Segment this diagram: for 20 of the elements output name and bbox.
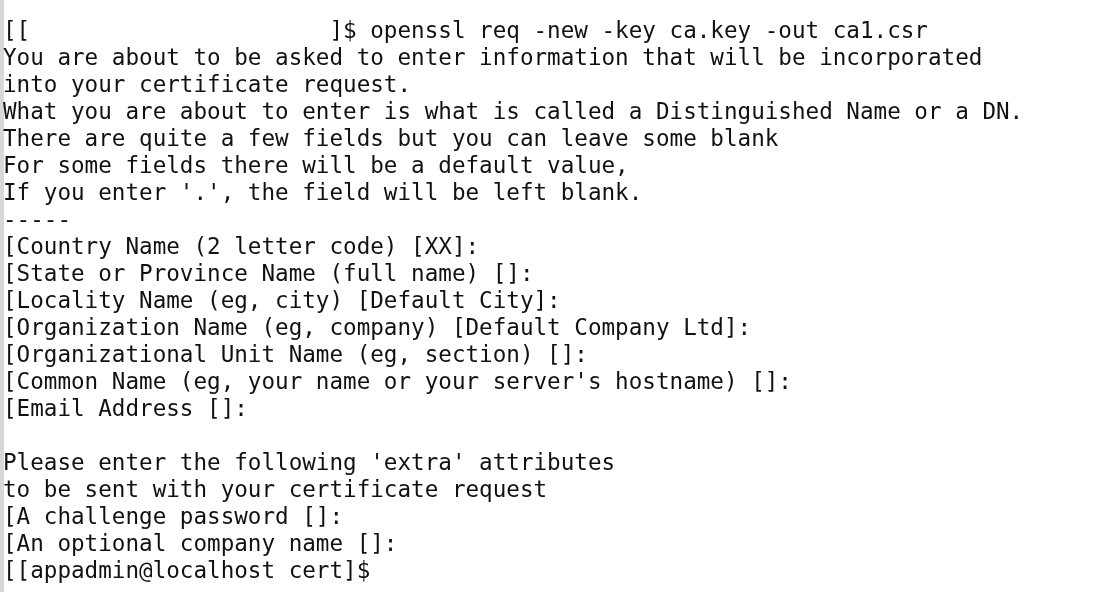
command-line: [[ ]$ openssl req -new -key ca.key -out ca1.csr (3, 16, 928, 44)
terminal-output-line: What you are about to enter is what is called a Distinguished Name or a DN. (3, 97, 1024, 125)
terminal-output-line: ----- (3, 205, 71, 233)
terminal-output-line: [Organization Name (eg, company) [Default Company Ltd]: (3, 313, 752, 341)
terminal-output-line: For some fields there will be a default value, (3, 151, 629, 179)
terminal-output-line: Please enter the following 'extra' attributes (3, 448, 616, 476)
terminal-output-line: [Email Address []: (3, 394, 248, 422)
terminal-output-line: [An optional company name []: (3, 529, 398, 557)
terminal-output-line: into your certificate request. (3, 70, 412, 98)
terminal-output-line: [Locality Name (eg, city) [Default City]: (3, 286, 561, 314)
terminal-output-line: [A challenge password []: (3, 502, 344, 530)
terminal-output-line: [Organizational Unit Name (eg, section) []: (3, 340, 588, 368)
terminal-output-line: to be sent with your certificate request (3, 475, 548, 503)
terminal-output-line: If you enter '.', the field will be left blank. (3, 178, 643, 206)
terminal-output-line: There are quite a few fields but you can leave some blank (3, 124, 779, 152)
terminal-output-line: You are about to be asked to enter information that will be incorporated (3, 43, 983, 71)
terminal-output-line: [Country Name (2 letter code) [XX]: (3, 232, 480, 260)
terminal-output-line: [State or Province Name (full name) []: (3, 259, 534, 287)
terminal-output-line: [Common Name (eg, your name or your server's hostname) []: (3, 367, 792, 395)
command-line: [[appadmin@localhost cert]$ (3, 556, 371, 584)
